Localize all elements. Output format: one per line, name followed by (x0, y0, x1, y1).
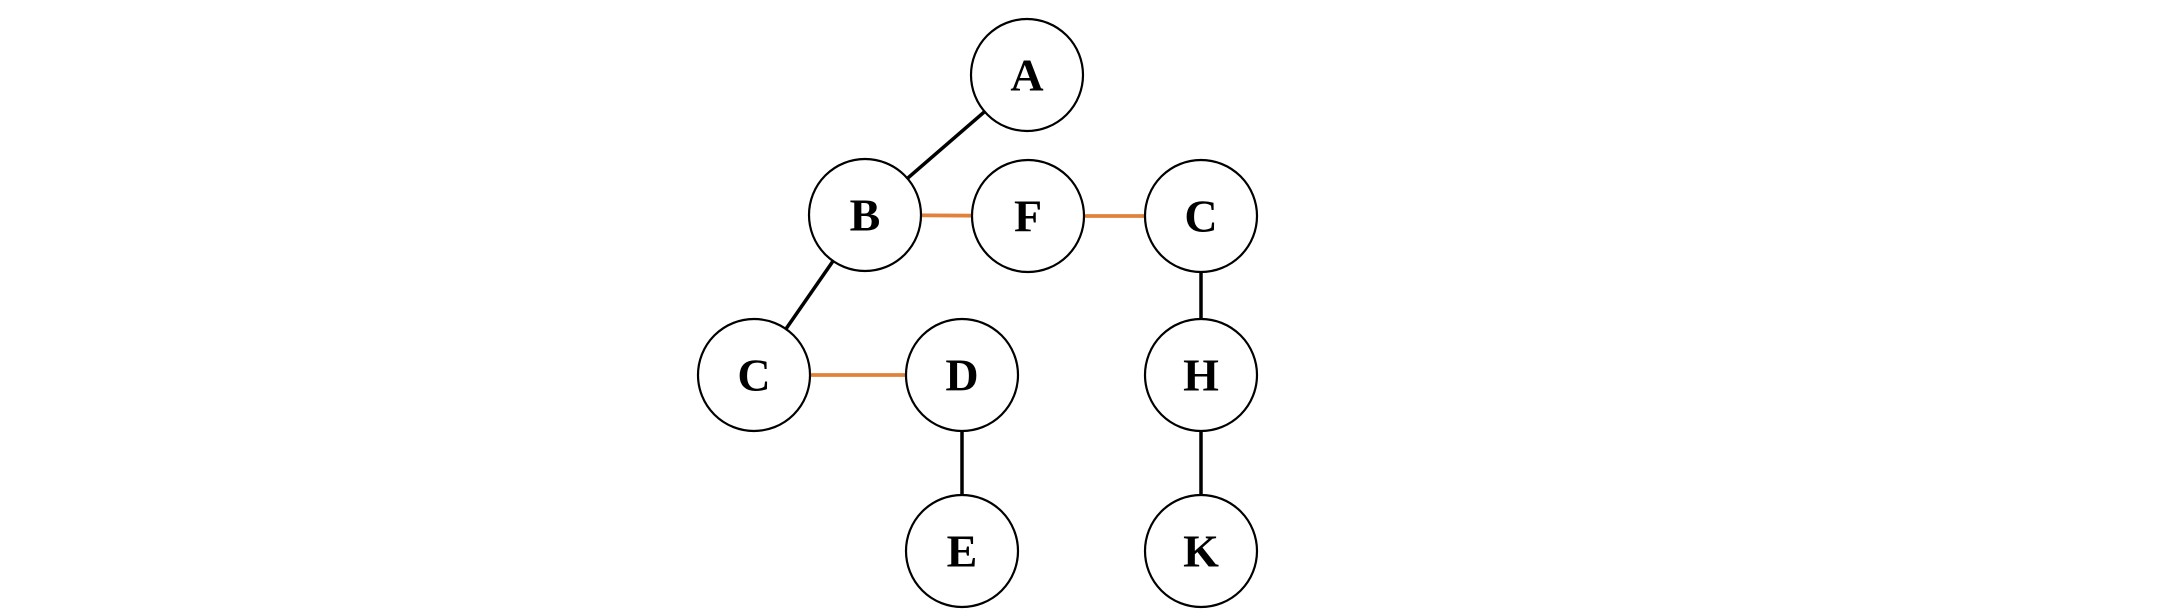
node-H-label: H (1183, 350, 1219, 401)
node-C1-circle (696, 317, 812, 433)
node-C2-circle (1143, 158, 1259, 274)
node-K-circle (1143, 493, 1259, 609)
node-F-circle (970, 158, 1086, 274)
node-B-label: B (850, 190, 881, 241)
node-A: A (969, 17, 1085, 133)
node-D: D (904, 317, 1020, 433)
node-D-circle (904, 317, 1020, 433)
node-H: H (1143, 317, 1259, 433)
node-B: B (807, 157, 923, 273)
node-K: K (1143, 493, 1259, 609)
node-A-circle (969, 17, 1085, 133)
node-E: E (904, 493, 1020, 609)
node-D-label: D (945, 350, 978, 401)
node-B-circle (807, 157, 923, 273)
node-C2-label: C (1184, 191, 1217, 242)
node-F: F (970, 158, 1086, 274)
node-F-label: F (1014, 191, 1042, 242)
node-A-label: A (1010, 50, 1043, 101)
node-K-label: K (1183, 526, 1219, 577)
node-E-circle (904, 493, 1020, 609)
node-C1: C (696, 317, 812, 433)
node-C2: C (1143, 158, 1259, 274)
node-H-circle (1143, 317, 1259, 433)
node-E-label: E (947, 526, 978, 577)
node-C1-label: C (737, 350, 770, 401)
